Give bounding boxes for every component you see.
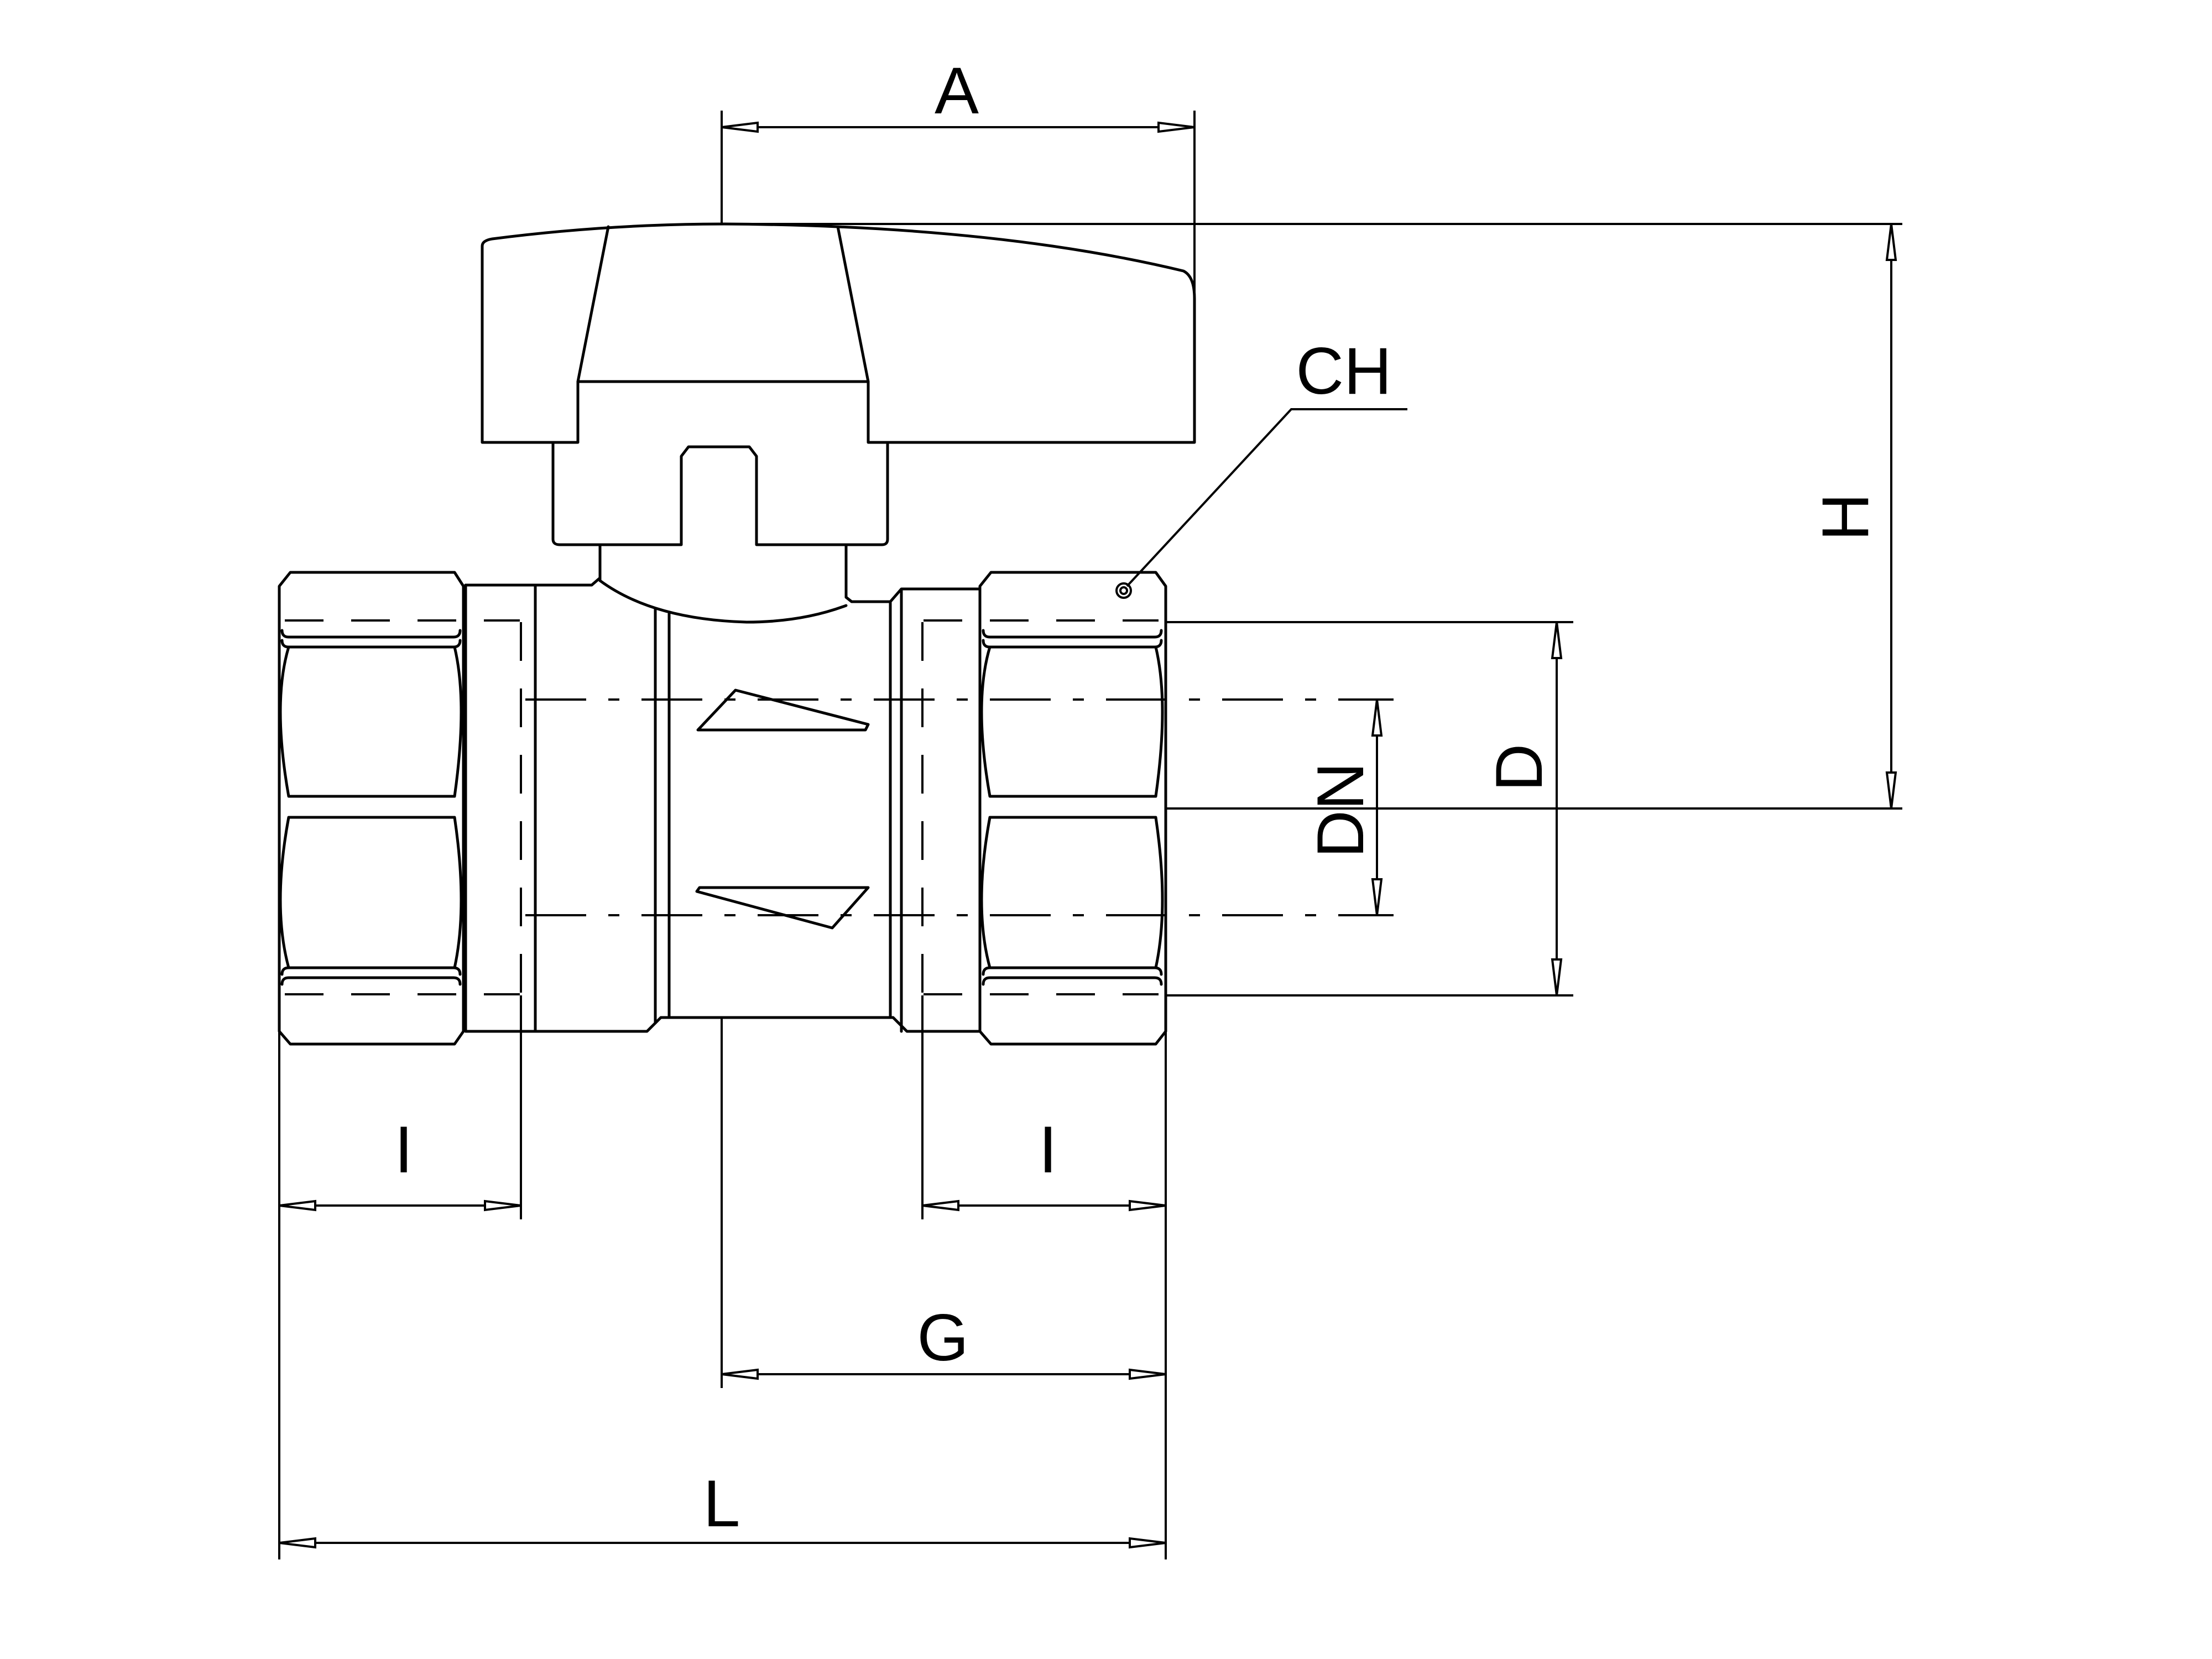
label-ch: CH xyxy=(1296,334,1391,408)
label-i-left: I xyxy=(394,1113,413,1187)
stem xyxy=(551,441,889,599)
label-a: A xyxy=(935,54,979,128)
label-i-right: I xyxy=(1039,1113,1057,1187)
valve-body xyxy=(464,576,980,1033)
label-d: D xyxy=(1482,744,1556,792)
label-dn: DN xyxy=(1303,762,1378,858)
label-g: G xyxy=(917,1301,968,1375)
dimensions xyxy=(278,111,1902,1559)
right-hex-nut xyxy=(978,571,1167,1046)
label-h: H xyxy=(1808,493,1882,541)
hidden-lines xyxy=(285,619,1394,995)
dimension-labels: A CH H D DN I I G L xyxy=(394,54,1882,1541)
left-hex-nut xyxy=(278,571,465,1046)
handle xyxy=(481,222,1196,444)
label-l: L xyxy=(703,1467,740,1541)
